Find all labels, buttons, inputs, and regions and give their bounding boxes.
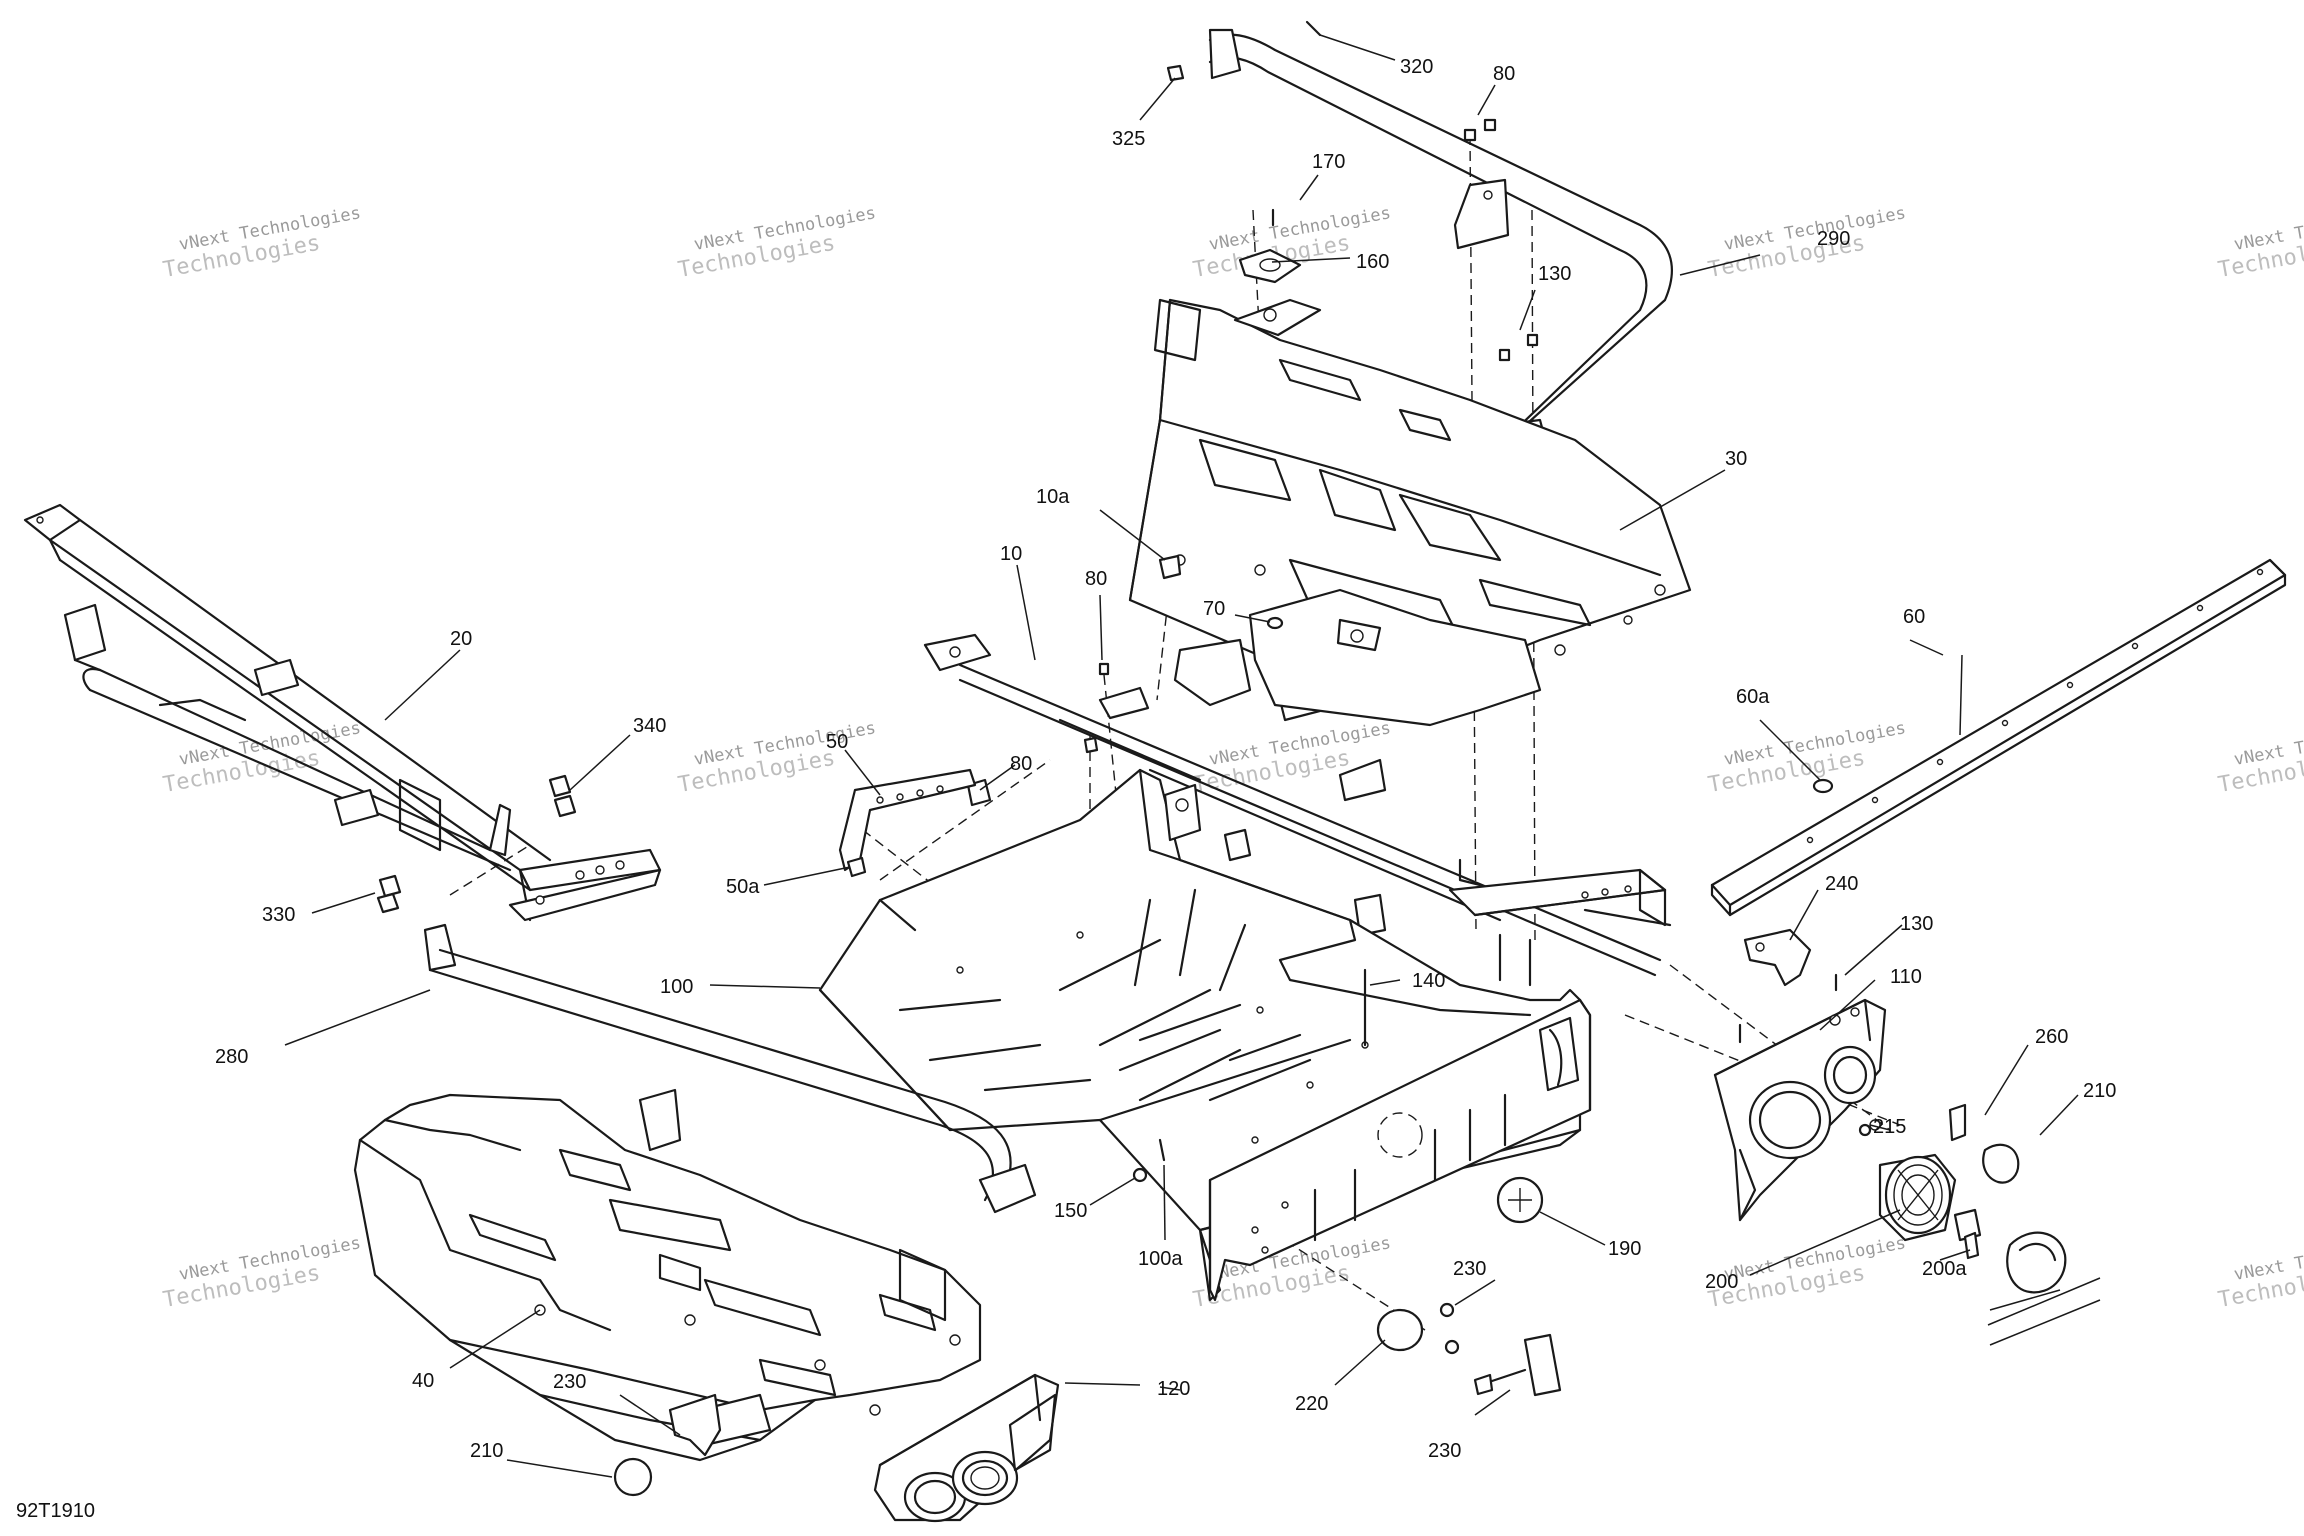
callout-50: 50 [826, 731, 848, 753]
callout-340: 340 [633, 715, 666, 737]
watermark: vNext Technologies Technologies [676, 718, 877, 798]
left-taillight-housing-120 [873, 1373, 1060, 1523]
plug-220 [1376, 1308, 1424, 1352]
bolt-80 [1083, 736, 1099, 754]
callout-130-right: 130 [1900, 913, 1933, 935]
callout-210-left: 210 [470, 1440, 503, 1462]
watermark: vNext Technologies Technologies [161, 1233, 362, 1313]
right-rail-60 [1710, 558, 2287, 917]
callout-325: 325 [1112, 128, 1145, 150]
callout-215: 215 [1873, 1116, 1906, 1138]
left-frame-rail-20 [23, 503, 662, 922]
callout-190: 190 [1608, 1238, 1641, 1260]
bolt-130 [1498, 348, 1511, 362]
plug-60a [1812, 778, 1834, 794]
floor-panel-100 [818, 768, 1582, 1302]
cap-210 [613, 1457, 653, 1497]
callout-60a: 60a [1736, 686, 1770, 708]
guide-line [879, 759, 1051, 881]
bolt-80 [1463, 128, 1477, 142]
callout-280: 280 [215, 1046, 248, 1068]
nut-230 [1439, 1302, 1455, 1318]
callout-50a: 50a [726, 876, 760, 898]
callout-120: 120 [1157, 1378, 1190, 1400]
callout-230-mid: 230 [1453, 1258, 1486, 1280]
callout-260: 260 [2035, 1026, 2068, 1048]
callout-240: 240 [1825, 873, 1858, 895]
watermark: vNext Technologies Technologies [2216, 203, 2304, 283]
fastener-330 [376, 892, 400, 914]
callout-200a: 200a [1922, 1258, 1967, 1280]
callout-40: 40 [412, 1370, 434, 1392]
callout-100a: 100a [1138, 1248, 1183, 1270]
callout-labels: 320 80 325 170 160 290 130 30 10a 10 80 … [215, 56, 2116, 1462]
bracket-240 [1743, 928, 1812, 987]
screw-215 [1858, 1123, 1872, 1137]
callout-320: 320 [1400, 56, 1433, 78]
callout-170: 170 [1312, 151, 1345, 173]
callout-330: 330 [262, 904, 295, 926]
guide-line [449, 844, 531, 896]
callout-100: 100 [660, 976, 693, 998]
callout-60: 60 [1903, 606, 1925, 628]
plate-lamp-230 [1523, 1333, 1562, 1397]
callout-200: 200 [1705, 1271, 1738, 1293]
cap-10a [1158, 554, 1182, 580]
diagram-reference-code: 92T1910 [16, 1500, 95, 1522]
callout-10a: 10a [1036, 486, 1070, 508]
watermark: vNext Technologies Technologies [1706, 203, 1907, 283]
callout-80-mid: 80 [1085, 568, 1107, 590]
callout-80-low: 80 [1010, 753, 1032, 775]
nut-325 [1166, 64, 1185, 82]
nut-50a [846, 856, 867, 878]
fasteners [376, 20, 1872, 1497]
callout-150: 150 [1054, 1200, 1087, 1222]
right-taillight-housing-110 [1713, 998, 1887, 1222]
bracket-50 [838, 768, 977, 872]
callout-130-top: 130 [1538, 263, 1571, 285]
callout-80-top: 80 [1493, 63, 1515, 85]
watermark: vNext Technologies Technologies [161, 203, 362, 283]
callout-20: 20 [450, 628, 472, 650]
callout-210-right: 210 [2083, 1080, 2116, 1102]
bolt-80 [1483, 118, 1497, 132]
guide-line [1469, 134, 1477, 931]
bolt-320 [1305, 20, 1322, 37]
rear-panel [1208, 998, 1592, 1302]
pin-70 [1266, 616, 1284, 630]
bolt-100a [1158, 1138, 1166, 1162]
bracket-230 [668, 1393, 722, 1457]
watermark: vNext Technologies Technologies [2216, 718, 2304, 798]
callout-220: 220 [1295, 1393, 1328, 1415]
lower-grab-bar-280 [423, 923, 1037, 1214]
lower-cargo-box-40 [353, 1093, 982, 1462]
watermark: vNext Technologies Technologies [161, 718, 362, 798]
callout-160: 160 [1356, 251, 1389, 273]
callout-230-left: 230 [553, 1371, 586, 1393]
bolt-80 [1098, 662, 1110, 676]
nut-150 [1132, 1167, 1148, 1183]
guide-line [1531, 209, 1536, 941]
leader-lines [284, 34, 2101, 1478]
callout-290: 290 [1817, 228, 1850, 250]
callout-140: 140 [1412, 970, 1445, 992]
callout-230-bottom: 230 [1428, 1440, 1461, 1462]
upper-cargo-box-30 [1128, 298, 1692, 727]
callout-70: 70 [1203, 598, 1225, 620]
callout-30: 30 [1725, 448, 1747, 470]
main-frame-10 [923, 633, 1672, 987]
fastener-340 [548, 774, 572, 798]
watermark: vNext Technologies Technologies [2216, 1233, 2304, 1313]
nut-230 [1444, 1339, 1460, 1355]
bolt-130 [1526, 333, 1539, 347]
callout-110: 110 [1890, 966, 1922, 988]
callout-10: 10 [1000, 543, 1022, 565]
fastener-340 [553, 794, 577, 818]
watermark: vNext Technologies Technologies [676, 203, 877, 283]
fastener-330 [378, 874, 402, 898]
